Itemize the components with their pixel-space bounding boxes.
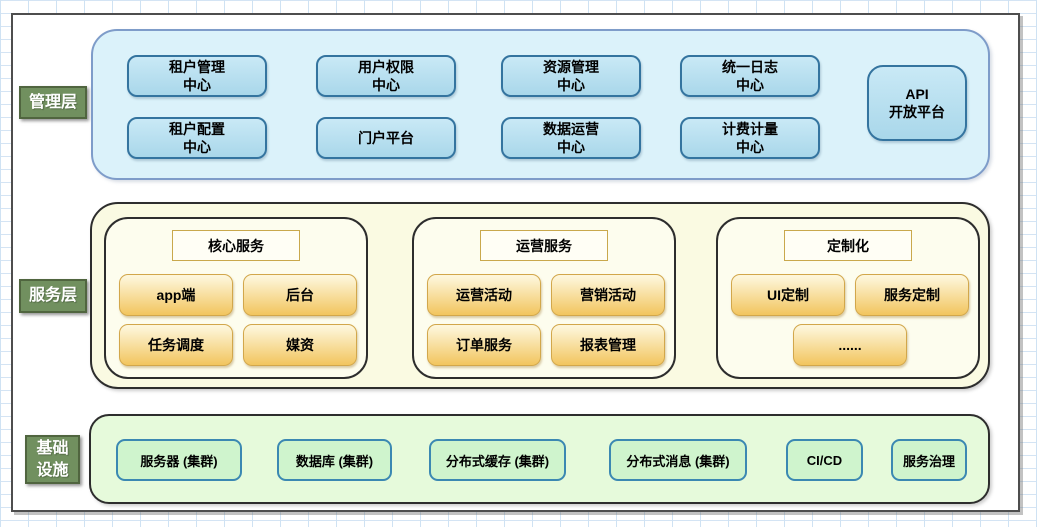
infra-node[interactable]: 分布式消息 (集群) bbox=[609, 439, 747, 481]
service-node[interactable]: app端 bbox=[119, 274, 233, 316]
layer-label-service[interactable]: 服务层 bbox=[19, 279, 87, 313]
api-platform-node[interactable]: API 开放平台 bbox=[867, 65, 967, 141]
mgmt-node[interactable]: 门户平台 bbox=[316, 117, 456, 159]
infrastructure-layer-container[interactable]: 服务器 (集群) 数据库 (集群) 分布式缓存 (集群) 分布式消息 (集群) … bbox=[89, 414, 990, 504]
service-node[interactable]: 任务调度 bbox=[119, 324, 233, 366]
mgmt-node[interactable]: 计费计量 中心 bbox=[680, 117, 820, 159]
layer-label-management[interactable]: 管理层 bbox=[19, 86, 87, 119]
mgmt-node[interactable]: 数据运营 中心 bbox=[501, 117, 641, 159]
layer-label-infrastructure[interactable]: 基础 设施 bbox=[25, 435, 80, 484]
group-title: 核心服务 bbox=[172, 230, 300, 261]
infra-node[interactable]: 服务器 (集群) bbox=[116, 439, 242, 481]
service-node[interactable]: ...... bbox=[793, 324, 907, 366]
mgmt-node[interactable]: 租户管理 中心 bbox=[127, 55, 267, 97]
group-operation-services[interactable]: 运营服务 运营活动 营销活动 订单服务 报表管理 bbox=[412, 217, 676, 379]
infra-node[interactable]: 数据库 (集群) bbox=[277, 439, 392, 481]
service-node[interactable]: 订单服务 bbox=[427, 324, 541, 366]
management-layer-container[interactable]: 租户管理 中心 用户权限 中心 资源管理 中心 统一日志 中心 租户配置 中心 … bbox=[91, 29, 990, 180]
diagram-canvas: 管理层 租户管理 中心 用户权限 中心 资源管理 中心 统一日志 中心 租户配置… bbox=[11, 13, 1020, 512]
group-core-services[interactable]: 核心服务 app端 后台 任务调度 媒资 bbox=[104, 217, 368, 379]
group-title: 运营服务 bbox=[480, 230, 608, 261]
service-node[interactable]: 报表管理 bbox=[551, 324, 665, 366]
infra-node[interactable]: 分布式缓存 (集群) bbox=[429, 439, 566, 481]
mgmt-node[interactable]: 用户权限 中心 bbox=[316, 55, 456, 97]
service-node[interactable]: 运营活动 bbox=[427, 274, 541, 316]
service-node[interactable]: 媒资 bbox=[243, 324, 357, 366]
infra-node[interactable]: CI/CD bbox=[786, 439, 863, 481]
service-node[interactable]: 后台 bbox=[243, 274, 357, 316]
mgmt-node[interactable]: 统一日志 中心 bbox=[680, 55, 820, 97]
service-node[interactable]: UI定制 bbox=[731, 274, 845, 316]
group-customization[interactable]: 定制化 UI定制 服务定制 ...... bbox=[716, 217, 980, 379]
service-node[interactable]: 营销活动 bbox=[551, 274, 665, 316]
mgmt-node[interactable]: 租户配置 中心 bbox=[127, 117, 267, 159]
infra-node[interactable]: 服务治理 bbox=[891, 439, 967, 481]
service-layer-container[interactable]: 核心服务 app端 后台 任务调度 媒资 运营服务 运营活动 营销活动 订单服务… bbox=[90, 202, 990, 389]
service-node[interactable]: 服务定制 bbox=[855, 274, 969, 316]
group-title: 定制化 bbox=[784, 230, 912, 261]
mgmt-node[interactable]: 资源管理 中心 bbox=[501, 55, 641, 97]
